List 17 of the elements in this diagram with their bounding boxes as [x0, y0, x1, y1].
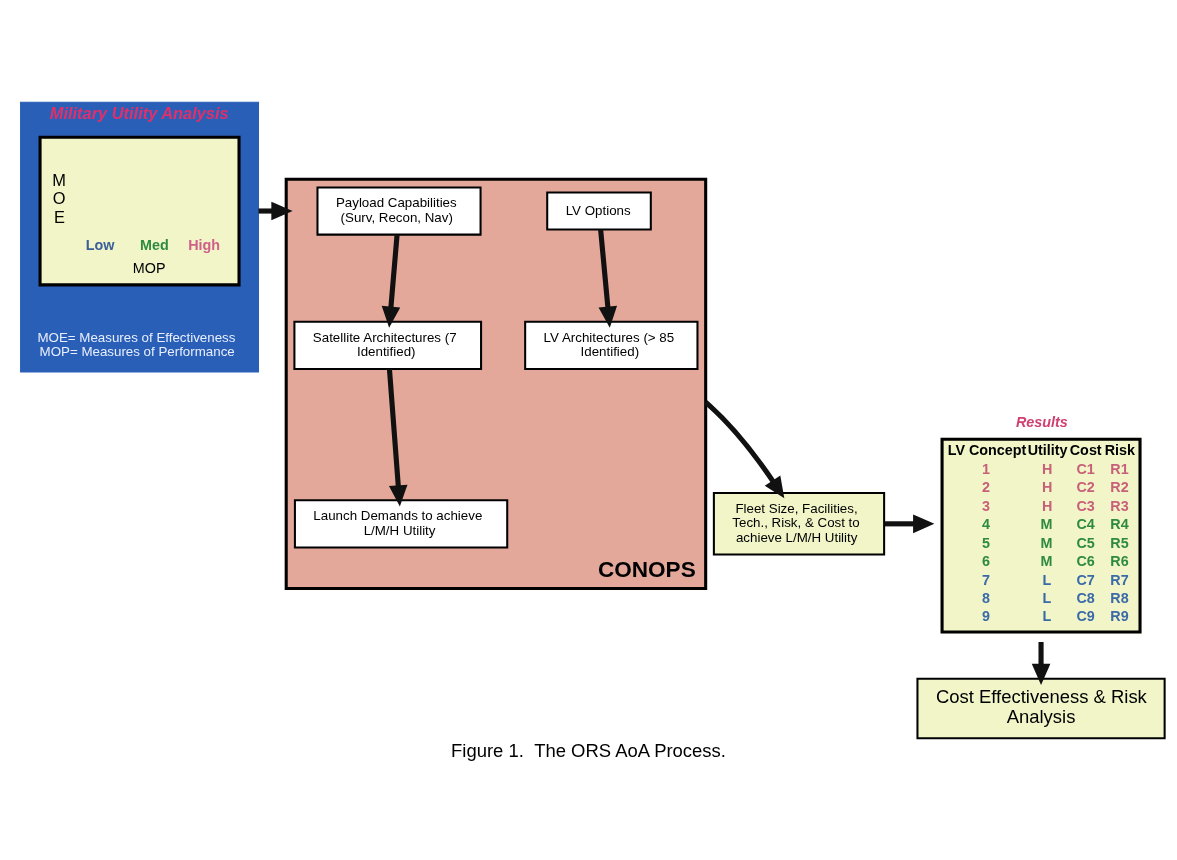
node-box: LV Architectures (> 85 Identified) — [524, 320, 699, 370]
node-label: Results — [1015, 413, 1068, 430]
arrow — [704, 399, 785, 498]
arrow — [598, 228, 618, 328]
node-box: MOE Low Med High MOP — [38, 135, 241, 286]
node-box: Payload Capabilities (Surv, Recon, Nav) — [316, 185, 482, 236]
node-box: Launch Demands to achieve L/M/H Utility — [293, 498, 509, 548]
arrow — [1031, 641, 1051, 685]
arrow — [381, 234, 401, 328]
arrow — [258, 201, 293, 220]
node-box: LV Options — [546, 191, 652, 230]
node-box: Cost Effectiveness & Risk Analysis — [916, 677, 1166, 739]
arrow — [884, 514, 935, 533]
caption: Figure 1. The ORS AoA Process. — [451, 739, 726, 761]
node-box: Fleet Size, Facilities, Tech., Risk, & Cost to achieve L/M/H Utility — [712, 491, 886, 556]
arrow — [386, 368, 408, 507]
node-box: Satellite Architectures (7 Identified) — [293, 320, 483, 370]
